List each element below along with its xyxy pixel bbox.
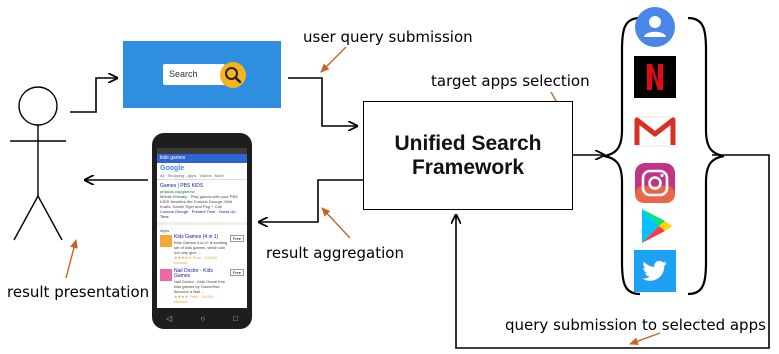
phone-status-bar bbox=[157, 148, 247, 154]
tab-videos[interactable]: Videos bbox=[199, 173, 212, 178]
result-title[interactable]: Games | PBS KIDS bbox=[160, 183, 204, 189]
arrow-user-to-search bbox=[70, 78, 116, 113]
app-result[interactable]: Kids Games (4 in 1) Kids Games 4-in-1* i… bbox=[157, 233, 247, 267]
app-text: Kids Games 4-in-1* is exciting set of ki… bbox=[174, 240, 228, 255]
gmail-icon[interactable] bbox=[634, 110, 676, 152]
label-user-query-submission: user query submission bbox=[303, 28, 473, 46]
label-result-aggregation: result aggregation bbox=[266, 244, 404, 262]
callout-result-presentation bbox=[65, 239, 78, 279]
netflix-icon[interactable] bbox=[634, 56, 676, 98]
tab-shopping[interactable]: Shopping bbox=[167, 173, 185, 178]
result-sitelinks[interactable]: Curious George · Present Time · Dress Up… bbox=[160, 209, 236, 219]
search-icon bbox=[225, 67, 242, 84]
app-title: Kids Games (4 in 1) bbox=[174, 234, 219, 240]
apps-header: Apps bbox=[160, 228, 170, 233]
google-logo: Google bbox=[160, 165, 185, 172]
user-stick-figure bbox=[10, 86, 66, 241]
arrow-search-to-framework bbox=[288, 77, 356, 126]
app-text: Nail Doctor - Kids Game free kids games … bbox=[174, 279, 226, 294]
install-button[interactable]: Free bbox=[229, 235, 244, 242]
unified-search-framework-box: Unified Search Framework bbox=[363, 101, 573, 210]
app-rating: ★★★★½ Free · 13,000 reviews bbox=[174, 255, 217, 265]
phone-mockup: kids games Google All Shopping Apps Vide… bbox=[152, 133, 252, 329]
app-title: Nail Doctor - Kids Games bbox=[174, 268, 213, 279]
arrow-apps-to-framework bbox=[456, 154, 770, 349]
tab-all[interactable]: All bbox=[160, 173, 165, 178]
callout-user-query bbox=[320, 46, 347, 73]
contacts-icon[interactable] bbox=[634, 6, 676, 48]
result-snippet: Mobile Friendly · Play games with your P… bbox=[160, 194, 238, 209]
app-thumbnail bbox=[160, 269, 172, 281]
label-query-submission-selected-apps: query submission to selected apps bbox=[505, 316, 766, 334]
home-icon[interactable]: ○ bbox=[200, 314, 206, 323]
search-card: Search bbox=[123, 41, 281, 108]
recents-icon[interactable]: □ bbox=[233, 314, 238, 323]
framework-title-line2: Framework bbox=[411, 155, 525, 179]
phone-search-tabs: All Shopping Apps Videos More bbox=[157, 172, 247, 180]
back-icon[interactable]: ◁ bbox=[166, 314, 173, 323]
label-target-apps-selection: target apps selection bbox=[431, 72, 590, 90]
search-button[interactable] bbox=[220, 62, 246, 88]
play-store-icon[interactable] bbox=[634, 205, 676, 247]
instagram-icon[interactable] bbox=[634, 162, 676, 204]
install-button[interactable]: Free bbox=[229, 269, 244, 276]
callout-result-aggregation bbox=[321, 207, 351, 239]
result-divider bbox=[157, 222, 247, 225]
result-url: pbskids.org/games/ bbox=[160, 189, 195, 194]
phone-address-bar[interactable]: kids games bbox=[157, 154, 247, 163]
app-thumbnail bbox=[160, 235, 172, 247]
left-brace bbox=[603, 16, 641, 296]
tab-more[interactable]: More bbox=[214, 173, 224, 178]
app-result[interactable]: Nail Doctor - Kids Games Nail Doctor - K… bbox=[157, 267, 247, 306]
arrow-framework-to-phone bbox=[260, 179, 363, 222]
framework-title-line1: Unified Search bbox=[394, 131, 542, 155]
phone-screen: kids games Google All Shopping Apps Vide… bbox=[157, 148, 247, 308]
app-rating: ★★★★ Free · 29,000 reviews bbox=[174, 294, 214, 304]
tab-apps[interactable]: Apps bbox=[187, 173, 197, 178]
label-result-presentation: result presentation bbox=[7, 283, 150, 301]
right-brace bbox=[687, 16, 725, 296]
phone-nav-bar: ◁ ○ □ bbox=[152, 314, 252, 323]
search-input[interactable]: Search bbox=[163, 64, 225, 85]
callout-query-selected bbox=[629, 332, 661, 346]
twitter-icon[interactable] bbox=[634, 250, 676, 292]
